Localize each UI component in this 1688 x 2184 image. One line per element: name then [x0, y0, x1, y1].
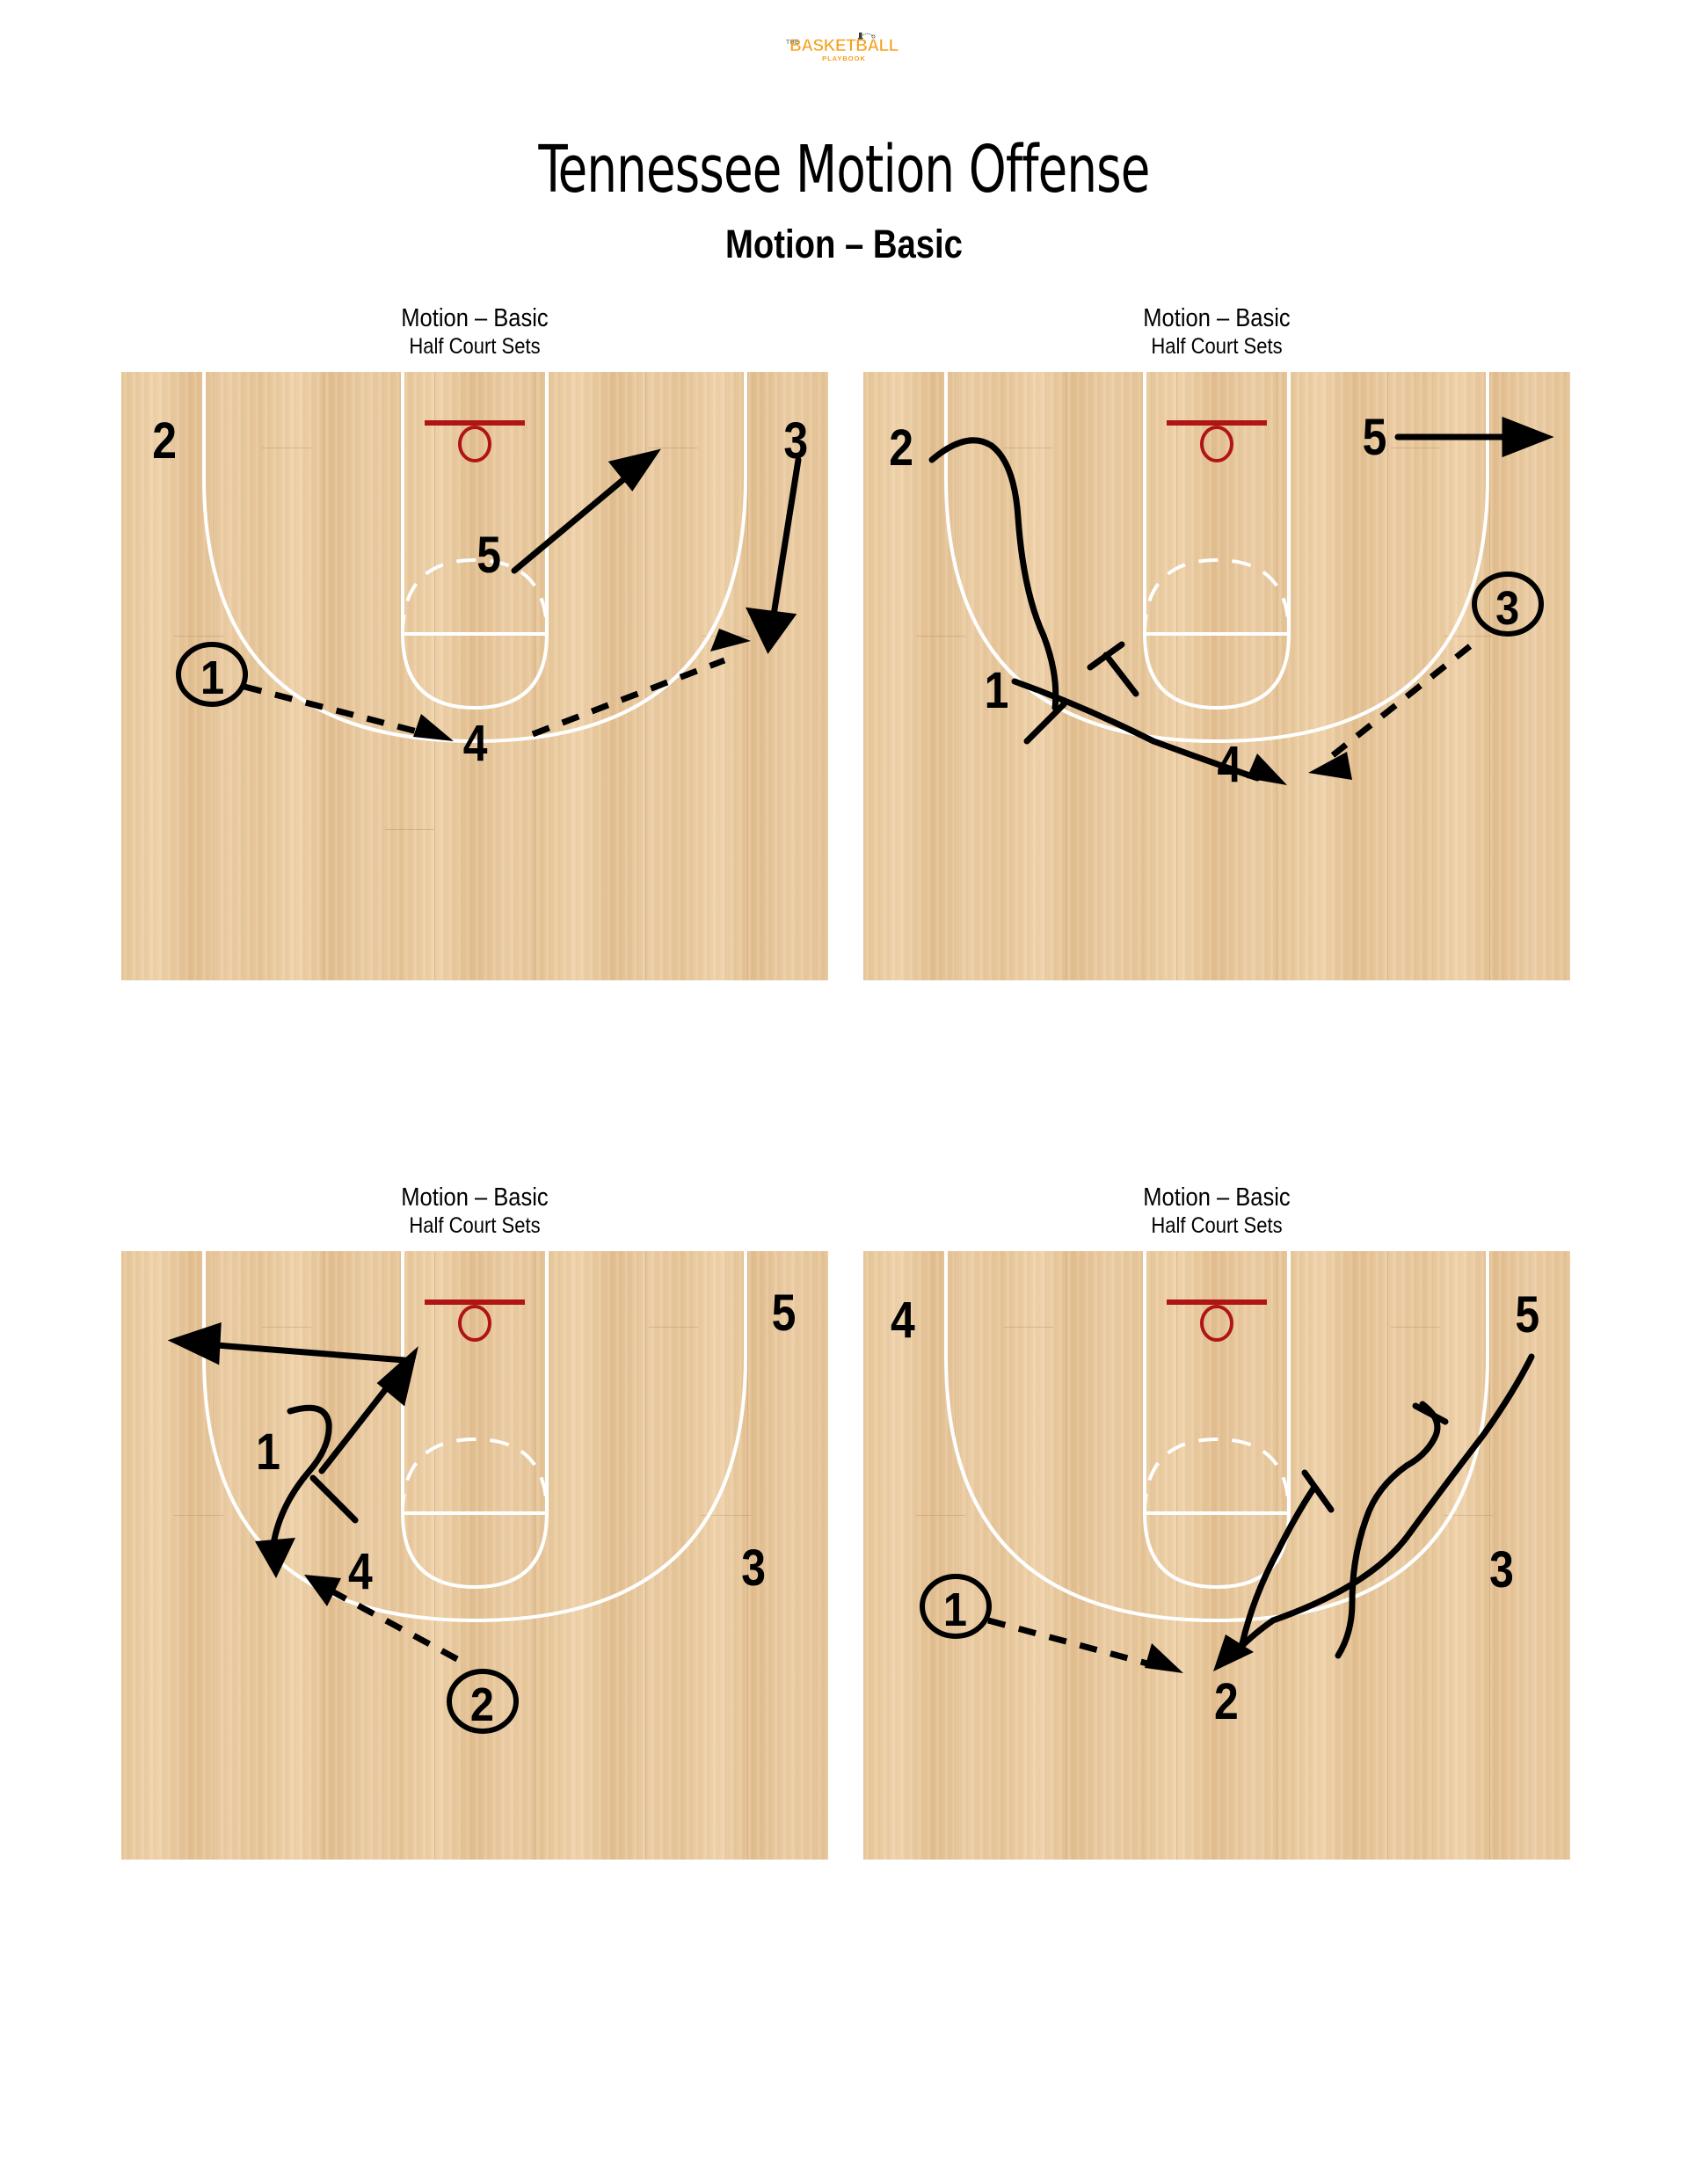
- panel-4-markings: [944, 1251, 1535, 1673]
- panel-3-players: 5 3 1 4 2: [256, 1285, 797, 1734]
- hoop-icon: [425, 420, 525, 462]
- player-marker-3: 3: [741, 1540, 766, 1597]
- page-title: Tennessee Motion Offense: [538, 132, 1150, 207]
- player-marker-2: 2: [470, 1678, 494, 1731]
- player-marker-4: 4: [463, 716, 488, 772]
- logo-the-text: THE: [786, 40, 799, 46]
- ball-handler-ring: [447, 1669, 519, 1734]
- player-marker-5: 5: [772, 1285, 797, 1342]
- player-marker-2: 2: [1214, 1674, 1239, 1730]
- brand-logo: THE BASKETBALL PLAYBOOK: [0, 32, 1688, 62]
- logo-subword: PLAYBOOK: [822, 55, 866, 63]
- basketball-hoop-icon: [858, 33, 876, 40]
- panel-1-subtitle: Half Court Sets: [409, 334, 541, 359]
- page-subtitle: Motion – Basic: [725, 222, 963, 266]
- player-marker-2: 2: [889, 420, 913, 477]
- panel-4-players: 4 5 3 1 2: [891, 1287, 1539, 1730]
- panel-2-court: 2 5 3 1 4: [863, 372, 1570, 980]
- player-marker-3: 3: [1489, 1542, 1514, 1598]
- panel-2-title: Motion – Basic: [1143, 304, 1291, 332]
- ball-handler-ring: [176, 642, 248, 707]
- ball-handler-ring: [1472, 571, 1544, 637]
- panel-2-markings: [928, 372, 1554, 785]
- diagram-panel-1: Motion – Basic Half Court Sets: [121, 306, 828, 980]
- diagram-panel-2: Motion – Basic Half Court Sets: [863, 306, 1570, 980]
- player-marker-5: 5: [1515, 1287, 1539, 1343]
- panel-1-title: Motion – Basic: [401, 304, 549, 332]
- panel-4-subtitle: Half Court Sets: [1151, 1213, 1283, 1238]
- diagram-panel-3: Motion – Basic Half Court Sets: [121, 1185, 828, 1860]
- player-marker-1: 1: [943, 1583, 967, 1636]
- diagram-panel-4: Motion – Basic Half Court Sets: [863, 1185, 1570, 1860]
- panel-4-title: Motion – Basic: [1143, 1183, 1291, 1212]
- player-marker-4: 4: [1217, 737, 1241, 793]
- player-marker-1: 1: [985, 663, 1009, 719]
- hoop-icon: [1167, 420, 1267, 462]
- ball-handler-ring: [920, 1574, 992, 1639]
- panel-3-markings: [167, 1251, 747, 1663]
- logo-word: BASKETBALL: [789, 37, 899, 56]
- panel-1-court: 2 3 5 1 4: [121, 372, 828, 980]
- player-marker-3: 3: [783, 413, 808, 470]
- player-marker-5: 5: [477, 528, 501, 584]
- panel-2-subtitle: Half Court Sets: [1151, 334, 1283, 359]
- panel-3-subtitle: Half Court Sets: [409, 1213, 541, 1238]
- hoop-icon: [425, 1299, 525, 1342]
- player-marker-2: 2: [152, 413, 177, 470]
- player-marker-4: 4: [348, 1544, 373, 1600]
- panel-3-title: Motion – Basic: [401, 1183, 549, 1212]
- panel-4-court: 4 5 3 1 2: [863, 1251, 1570, 1860]
- hoop-icon: [1167, 1299, 1267, 1342]
- player-marker-1: 1: [200, 651, 224, 704]
- player-marker-5: 5: [1363, 410, 1387, 466]
- panel-1-players: 2 3 5 1 4: [152, 413, 808, 772]
- player-marker-4: 4: [891, 1292, 915, 1349]
- player-marker-1: 1: [256, 1424, 280, 1481]
- panel-2-players: 2 5 3 1 4: [889, 410, 1544, 793]
- panel-3-court: 5 3 1 4 2: [121, 1251, 828, 1860]
- panel-1-markings: [202, 372, 802, 744]
- player-marker-3: 3: [1495, 581, 1519, 635]
